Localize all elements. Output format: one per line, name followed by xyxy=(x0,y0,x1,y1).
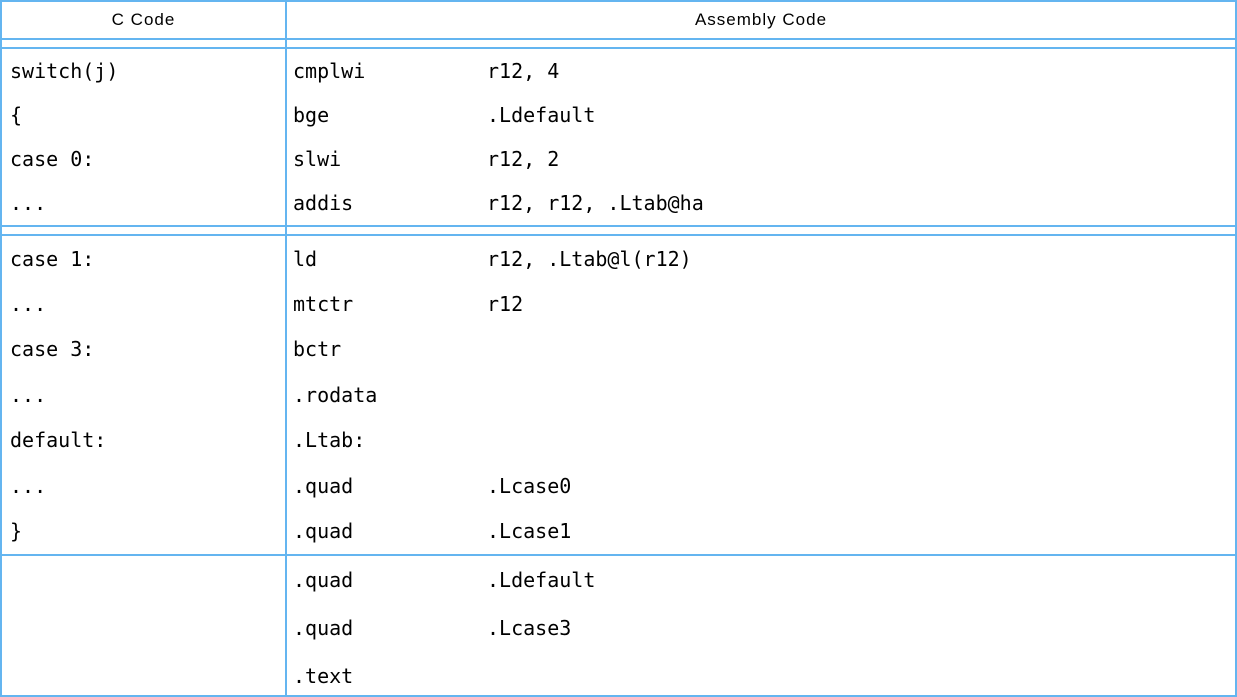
asm-code-line: bge.Ldefault xyxy=(287,93,1235,137)
c-code-column: case 1:...case 3:...default:...} xyxy=(2,236,287,554)
c-code-line: } xyxy=(2,508,285,553)
asm-mnemonic: bge xyxy=(293,103,487,127)
asm-mnemonic: .quad xyxy=(293,519,487,543)
c-code-line: ... xyxy=(2,372,285,417)
asm-operands: .Ldefault xyxy=(487,103,595,127)
asm-mnemonic: bctr xyxy=(293,337,487,361)
asm-mnemonic: .rodata xyxy=(293,383,487,407)
asm-code-line: .quad.Lcase0 xyxy=(287,463,1235,508)
asm-code-line: .quad.Lcase1 xyxy=(287,508,1235,553)
c-code-line: case 3: xyxy=(2,327,285,372)
asm-operands: r12 xyxy=(487,292,523,316)
asm-code-line: .quad.Ldefault xyxy=(287,556,1235,604)
c-code-line: ... xyxy=(2,463,285,508)
asm-operands: r12, 2 xyxy=(487,147,559,171)
assembly-code-column: .quad.Ldefault.quad.Lcase3.text xyxy=(287,556,1235,697)
c-code-line: case 0: xyxy=(2,137,285,181)
asm-code-line: bctr xyxy=(287,327,1235,372)
asm-code-line: cmplwir12, 4 xyxy=(287,49,1235,93)
asm-mnemonic: addis xyxy=(293,191,487,215)
asm-mnemonic: cmplwi xyxy=(293,59,487,83)
asm-mnemonic: .text xyxy=(293,664,487,688)
c-code-line: { xyxy=(2,93,285,137)
asm-mnemonic: slwi xyxy=(293,147,487,171)
assembly-code-column: ldr12, .Ltab@l(r12)mtctrr12bctr.rodata.L… xyxy=(287,236,1235,554)
asm-operands: r12, .Ltab@l(r12) xyxy=(487,247,692,271)
c-code-line: switch(j) xyxy=(2,49,285,93)
asm-code-line: slwir12, 2 xyxy=(287,137,1235,181)
header-double-rule-gap xyxy=(2,40,1235,49)
asm-code-line: .rodata xyxy=(287,372,1235,417)
asm-mnemonic: .quad xyxy=(293,616,487,640)
assembly-code-column: cmplwir12, 4bge.Ldefaultslwir12, 2addisr… xyxy=(287,49,1235,225)
c-code-line: ... xyxy=(2,281,285,326)
header-assembly-code: Assembly Code xyxy=(287,2,1235,38)
asm-operands: r12, 4 xyxy=(487,59,559,83)
header-c-code: C Code xyxy=(2,2,287,38)
asm-mnemonic: .Ltab: xyxy=(293,428,487,452)
asm-mnemonic: ld xyxy=(293,247,487,271)
asm-mnemonic: .quad xyxy=(293,474,487,498)
asm-mnemonic: .quad xyxy=(293,568,487,592)
asm-operands: .Lcase1 xyxy=(487,519,571,543)
asm-operands: .Lcase3 xyxy=(487,616,571,640)
asm-code-line: addisr12, r12, .Ltab@ha xyxy=(287,181,1235,225)
group-double-rule-gap xyxy=(2,227,1235,236)
asm-code-line: mtctrr12 xyxy=(287,281,1235,326)
table-body-group-2: case 1:...case 3:...default:...} ldr12, … xyxy=(2,236,1235,556)
c-code-line: case 1: xyxy=(2,236,285,281)
c-code-line: ... xyxy=(2,181,285,225)
asm-operands: r12, r12, .Ltab@ha xyxy=(487,191,704,215)
asm-operands: .Lcase0 xyxy=(487,474,571,498)
asm-code-line: .text xyxy=(287,652,1235,697)
asm-code-line: .Ltab: xyxy=(287,418,1235,463)
c-code-column: switch(j){case 0:... xyxy=(2,49,287,225)
asm-code-line: .quad.Lcase3 xyxy=(287,604,1235,652)
asm-operands: .Ldefault xyxy=(487,568,595,592)
c-code-column xyxy=(2,556,287,697)
c-code-line: default: xyxy=(2,418,285,463)
asm-mnemonic: mtctr xyxy=(293,292,487,316)
table-body-group-3: .quad.Ldefault.quad.Lcase3.text xyxy=(2,556,1235,697)
table-header-row: C Code Assembly Code xyxy=(2,2,1235,40)
table-body-group-1: switch(j){case 0:... cmplwir12, 4bge.Lde… xyxy=(2,49,1235,227)
asm-code-line: ldr12, .Ltab@l(r12) xyxy=(287,236,1235,281)
